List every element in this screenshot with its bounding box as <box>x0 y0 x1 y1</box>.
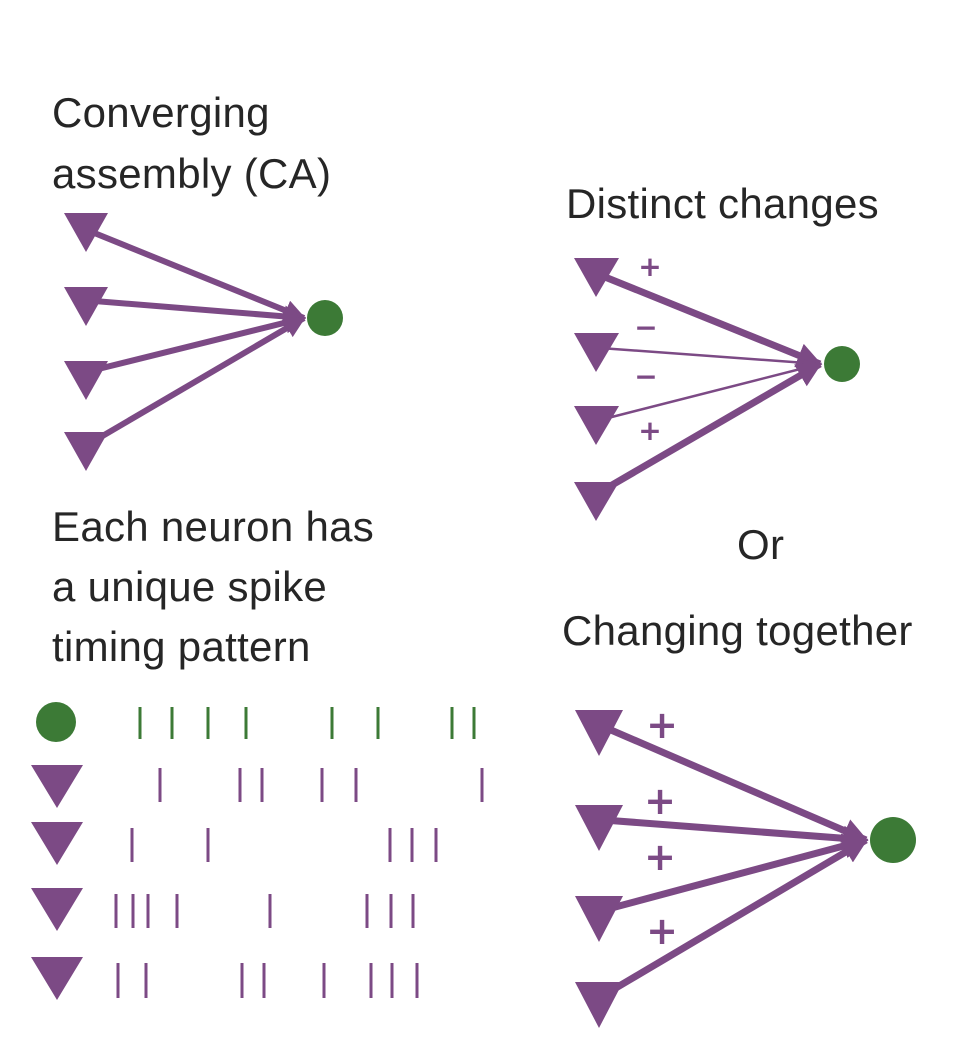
raster-neuron-triangle-2 <box>31 822 83 865</box>
together-neuron-triangle-1 <box>575 710 623 756</box>
raster-neuron-triangle-1 <box>31 765 83 808</box>
together-arrow-2 <box>603 816 869 851</box>
spike-title-line3: timing pattern <box>52 623 311 670</box>
converging-assembly <box>64 213 343 471</box>
ca-arrow-3 <box>81 312 307 376</box>
together-target-neuron-circle <box>870 817 916 863</box>
distinct-neuron-triangle-1 <box>574 258 619 297</box>
distinct-neuron-triangle-4 <box>574 482 619 521</box>
distinct-neuron-triangle-2 <box>574 333 619 372</box>
ca-neuron-triangle-4 <box>64 432 108 471</box>
together-sign-4: + <box>646 909 678 953</box>
together-arrow-3 <box>603 833 869 914</box>
raster-neuron-triangle-4 <box>31 957 83 1000</box>
distinct-sign-2: − <box>634 311 657 344</box>
distinct-target-neuron-circle <box>824 346 860 382</box>
distinct-neuron-triangle-3 <box>574 406 619 445</box>
raster-neuron-triangle-3 <box>31 888 83 931</box>
together-neuron-triangle-2 <box>575 805 623 851</box>
ca-title-line1: Converging <box>52 89 270 136</box>
ca-neuron-triangle-1 <box>64 213 108 252</box>
distinct-arrow-4 <box>598 360 823 496</box>
ca-target-neuron-circle <box>307 300 343 336</box>
spike-ticks <box>114 707 484 998</box>
together-sign-1: + <box>646 703 678 747</box>
changing-together-group: + + + + <box>575 703 916 1028</box>
spike-title-line2: a unique spike <box>52 563 328 610</box>
distinct-changes-title: Distinct changes <box>566 180 879 227</box>
distinct-changes-group: + − − + <box>574 250 860 521</box>
distinct-sign-1: + <box>638 250 661 283</box>
distinct-arrow-3 <box>599 359 822 422</box>
distinct-arrow-2 <box>599 346 822 372</box>
together-sign-3: + <box>644 835 676 879</box>
ca-neuron-triangle-2 <box>64 287 108 326</box>
distinct-sign-4: + <box>638 414 661 447</box>
together-neuron-triangle-4 <box>575 982 623 1028</box>
ca-arrow-1 <box>80 225 307 321</box>
ca-arrow-2 <box>81 297 307 328</box>
raster-neuron-circle <box>36 702 76 742</box>
distinct-arrow-1 <box>598 271 823 368</box>
spike-raster <box>31 702 484 1000</box>
ca-neuron-triangle-3 <box>64 361 108 400</box>
ca-arrow-4 <box>80 315 306 451</box>
together-arrow-1 <box>602 723 869 844</box>
spike-title-line1: Each neuron has <box>52 503 375 550</box>
distinct-sign-3: − <box>634 360 657 393</box>
changing-together-title: Changing together <box>562 607 913 654</box>
ca-title-line2: assembly (CA) <box>52 150 332 197</box>
together-neuron-triangle-3 <box>575 896 623 942</box>
together-sign-2: + <box>644 779 676 823</box>
together-arrow-4 <box>602 836 869 999</box>
or-label: Or <box>737 521 785 568</box>
